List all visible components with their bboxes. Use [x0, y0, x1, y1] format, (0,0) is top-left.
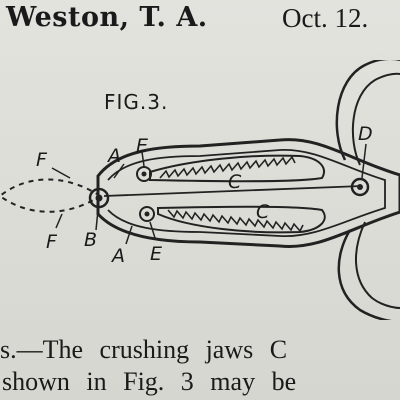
header-name: Weston, T. A.: [6, 2, 208, 33]
label-d: D: [358, 123, 373, 145]
header-date: Oct. 12.: [282, 3, 369, 33]
lower-handle-loop: [337, 229, 393, 320]
upper-crushing-jaw: [149, 154, 325, 183]
rivet-e-upper: [136, 166, 152, 182]
label-e-lower: E: [150, 243, 162, 265]
label-f-upper: F: [36, 149, 48, 171]
label-e-upper: E: [136, 135, 148, 157]
label-a-upper: A: [106, 145, 121, 167]
lower-crushing-jaw: [157, 205, 326, 234]
label-b: B: [84, 229, 97, 251]
figure-title: FIG.3.: [104, 90, 169, 114]
label-c-lower: C: [256, 201, 270, 223]
label-a-lower: A: [110, 245, 125, 267]
body-text: s.—The crushing jaws C shown in Fig. 3 m…: [0, 334, 400, 398]
upper-handle-loop: [335, 60, 400, 161]
body-line-2: shown in Fig. 3 may be: [2, 367, 297, 396]
dashed-jaw-outline: [0, 178, 101, 213]
jaw-outline: [96, 138, 400, 248]
pivot-d: [350, 177, 370, 197]
rivet-e-lower: [139, 206, 155, 222]
label-c-upper: C: [228, 171, 242, 193]
pivot-b: [88, 187, 110, 209]
label-f-lower: F: [46, 231, 58, 253]
body-line-1: s.—The crushing jaws C: [0, 335, 288, 364]
figure-3-drawing: F F A E B A E C C D: [0, 60, 400, 320]
